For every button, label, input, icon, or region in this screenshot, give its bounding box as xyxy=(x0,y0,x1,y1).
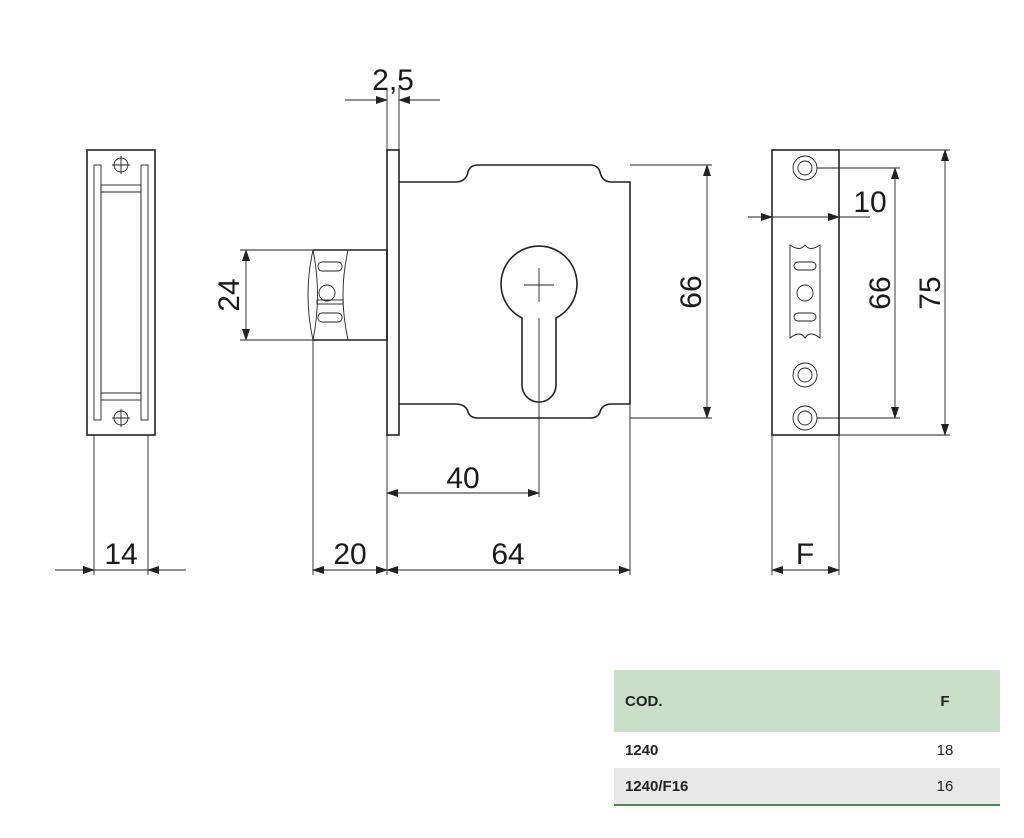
dim-faceplate-width: 14 xyxy=(104,538,137,571)
dimension-lines: 14 20 64 40 2,5 24 66 66 75 10 F xyxy=(55,64,950,575)
dim-strike-height: 75 xyxy=(914,276,947,309)
table-row: 1240/F16 16 xyxy=(614,768,1000,806)
dim-backset: 40 xyxy=(446,462,479,495)
dim-body-width: 64 xyxy=(491,538,524,571)
dim-strike-hole-spacing: 66 xyxy=(864,276,897,309)
cell-f-value: 16 xyxy=(890,768,1000,806)
table-header-row: COD. F xyxy=(614,670,1000,732)
col-header-cod: COD. xyxy=(614,670,890,732)
table-row: 1240 18 xyxy=(614,732,1000,768)
strike-plate-view xyxy=(771,149,840,436)
dim-body-height: 66 xyxy=(675,275,708,308)
lock-technical-drawing: 14 20 64 40 2,5 24 66 66 75 10 F xyxy=(55,64,950,575)
cell-code: 1240 xyxy=(625,741,659,759)
dim-strike-width: F xyxy=(796,538,814,571)
faceplate-front-view xyxy=(86,149,156,436)
dim-strike-offset: 10 xyxy=(853,186,886,219)
cell-f-value: 18 xyxy=(936,741,954,759)
dim-backset-extension: 20 xyxy=(333,538,366,571)
cell-code: 1240/F16 xyxy=(614,768,890,806)
lock-side-view xyxy=(307,149,631,436)
col-header-f: F xyxy=(890,670,1000,732)
dim-bolt-height: 24 xyxy=(213,278,246,311)
dim-plate-thickness: 2,5 xyxy=(372,64,414,97)
spec-table: COD. F 1240 18 1240/F16 16 xyxy=(614,670,1000,806)
